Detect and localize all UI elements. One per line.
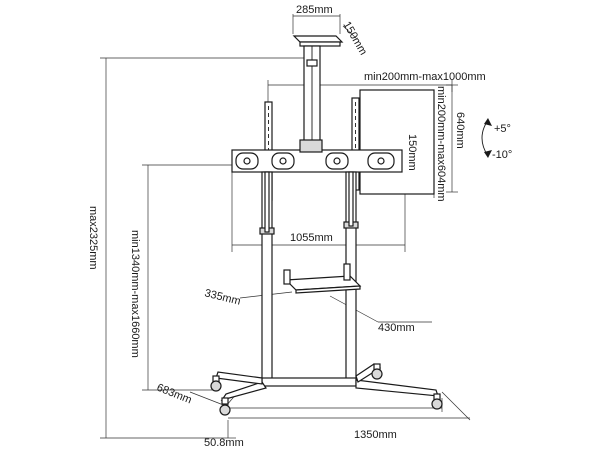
tilt-arrow-up: [484, 118, 492, 126]
label-height-range: min1340mm-max1660mm: [129, 230, 141, 358]
shelf-front-edge: [295, 285, 361, 294]
label-base-depth: 683mm: [155, 382, 194, 407]
tv-panel-outline: [359, 89, 435, 195]
bracket-bolt-1: [243, 157, 251, 165]
label-shelf-width: 430mm: [378, 322, 415, 334]
label-top-depth: 150mm: [340, 20, 369, 58]
top-depth-dim-line: [342, 25, 357, 39]
label-base-width: 1350mm: [354, 429, 397, 441]
caster-rear-right: [371, 363, 383, 380]
tilt-arc: [481, 119, 489, 157]
base-diagonal-ext: [441, 391, 471, 421]
tilt-arrow-down: [484, 150, 492, 158]
right-front-leg: [355, 379, 439, 397]
label-vesa-horizontal: min200mm-max1000mm: [364, 71, 486, 83]
left-rear-leg: [215, 371, 263, 385]
top-camera-plate: [292, 35, 344, 43]
caster-rear-left: [210, 375, 222, 392]
label-bracket-width: 1055mm: [290, 232, 333, 244]
bracket-bolt-4: [377, 157, 385, 165]
bracket-center-clamp: [299, 139, 323, 153]
base-crossbar: [261, 377, 357, 387]
tv-stand: [210, 35, 443, 416]
shelf-bracket-left: [283, 269, 291, 285]
caster-front-left: [219, 397, 231, 416]
base-depth-dim-line: [189, 391, 227, 407]
right-pole-inner: [348, 171, 354, 227]
label-top-width: 285mm: [296, 4, 333, 16]
label-bracket-height: 150mm: [406, 134, 418, 171]
label-max-height: max2325mm: [87, 206, 99, 270]
left-front-leg: [220, 381, 267, 402]
label-caster: 50.8mm: [204, 437, 244, 449]
bracket-bolt-2: [279, 157, 287, 165]
label-tilt-up: +5°: [494, 123, 511, 135]
label-tilt-down: -10°: [492, 149, 512, 161]
caster-front-right: [431, 393, 443, 410]
column-clamp: [306, 59, 318, 67]
label-shelf-depth: 335mm: [203, 287, 242, 308]
shelf-bracket-right: [343, 263, 351, 281]
tilt-indicator: [481, 118, 492, 158]
label-vesa-vertical: min200mm-max604mm: [435, 86, 447, 202]
left-pole-inner: [264, 171, 270, 233]
label-panel-height: 640mm: [454, 112, 466, 149]
bracket-bolt-3: [333, 157, 341, 165]
